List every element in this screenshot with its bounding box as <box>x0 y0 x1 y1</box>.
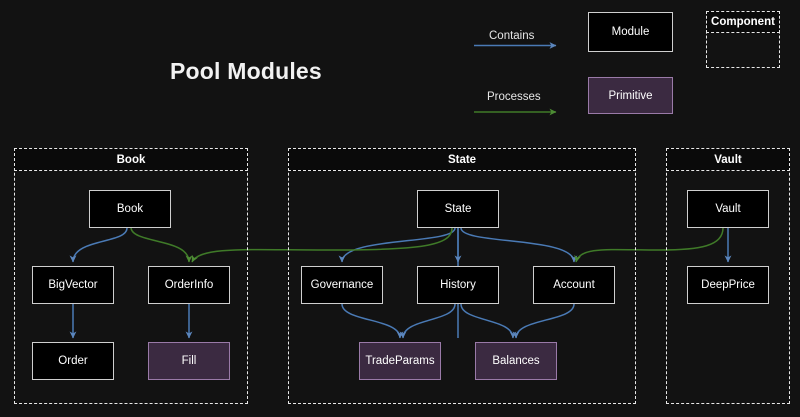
group-label-book: Book <box>116 153 146 166</box>
node-tradeparams[interactable]: TradeParams <box>359 342 441 380</box>
legend-module-box: Module <box>588 12 673 52</box>
group-label-state: State <box>447 153 477 166</box>
node-order[interactable]: Order <box>32 342 114 380</box>
legend-label-contains: Contains <box>489 30 535 42</box>
node-balances[interactable]: Balances <box>475 342 557 380</box>
legend-component-label: Component <box>711 16 775 28</box>
node-label-governance: Governance <box>310 279 374 291</box>
group-header-state: State <box>288 148 636 171</box>
node-label-order: Order <box>58 355 88 367</box>
legend-label-processes: Processes <box>487 91 541 103</box>
node-bigvector[interactable]: BigVector <box>32 266 114 304</box>
node-history[interactable]: History <box>417 266 499 304</box>
legend-module-label: Module <box>611 26 650 38</box>
legend-primitive-box: Primitive <box>588 77 673 114</box>
node-label-fill: Fill <box>181 355 197 367</box>
node-deepprice[interactable]: DeepPrice <box>687 266 769 304</box>
group-header-book: Book <box>14 148 248 171</box>
legend-primitive-label: Primitive <box>608 89 653 102</box>
node-label-vault: Vault <box>715 203 741 215</box>
node-label-account: Account <box>553 279 595 291</box>
node-label-bigvector: BigVector <box>48 279 98 291</box>
node-label-orderinfo: OrderInfo <box>164 279 214 291</box>
group-label-vault: Vault <box>714 153 742 166</box>
node-label-book: Book <box>116 203 144 215</box>
group-header-vault: Vault <box>666 148 790 171</box>
legend-component-header: Component <box>706 11 780 33</box>
node-fill[interactable]: Fill <box>148 342 230 380</box>
node-label-state: State <box>444 203 472 215</box>
node-account[interactable]: Account <box>533 266 615 304</box>
page-title: Pool Modules <box>170 58 322 84</box>
node-state[interactable]: State <box>417 190 499 228</box>
node-governance[interactable]: Governance <box>301 266 383 304</box>
node-vault[interactable]: Vault <box>687 190 769 228</box>
node-orderinfo[interactable]: OrderInfo <box>148 266 230 304</box>
node-label-history: History <box>440 279 476 291</box>
node-label-deepprice: DeepPrice <box>701 279 755 291</box>
node-label-balances: Balances <box>492 355 540 367</box>
node-book[interactable]: Book <box>89 190 171 228</box>
node-label-tradeparams: TradeParams <box>365 355 435 367</box>
